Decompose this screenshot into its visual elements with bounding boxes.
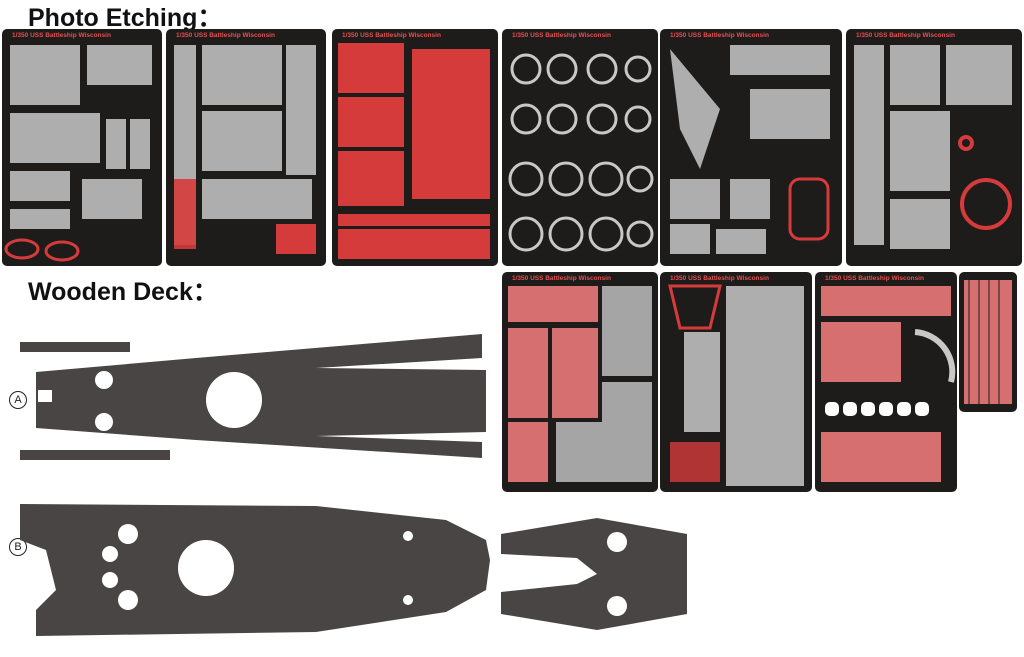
etch-sheet-2-title: 1/350 USS Battleship Wisconsin xyxy=(176,32,275,39)
etch-sheet-3: 1/350 USS Battleship Wisconsin xyxy=(332,29,498,266)
wooden-deck-b xyxy=(20,504,490,636)
etch-sheet-6-pattern xyxy=(854,45,1012,249)
etch-sheet-7: 1/350 USS Battleship Wisconsin xyxy=(502,272,658,492)
etch-sheet-2: 1/350 USS Battleship Wisconsin xyxy=(166,29,326,266)
etch-sheet-7-title: 1/350 USS Battleship Wisconsin xyxy=(512,275,611,282)
etch-sheet-8-title: 1/350 USS Battleship Wisconsin xyxy=(670,275,769,282)
etch-sheet-6: 1/350 USS Battleship Wisconsin xyxy=(846,29,1022,266)
etch-sheet-3-title: 1/350 USS Battleship Wisconsin xyxy=(342,32,441,39)
photo-etching-heading: Photo Etching： xyxy=(28,4,223,32)
etch-sheet-9-title: 1/350 USS Battleship Wisconsin xyxy=(825,275,924,282)
etch-sheet-4-title: 1/350 USS Battleship Wisconsin xyxy=(512,32,611,39)
etch-sheet-1-title: 1/350 USS Battleship Wisconsin xyxy=(12,32,111,39)
etch-sheet-7-pattern xyxy=(508,286,652,482)
etch-sheet-1-pattern xyxy=(4,45,152,262)
etch-sheet-10 xyxy=(959,272,1017,412)
etch-sheet-4-pattern xyxy=(508,53,654,252)
etch-sheet-10-pattern xyxy=(964,280,1012,404)
etch-sheet-8: 1/350 USS Battleship Wisconsin xyxy=(660,272,812,492)
etch-sheet-8-pattern xyxy=(668,284,804,486)
deck-a-marker: A xyxy=(9,391,27,409)
wooden-deck-heading: Wooden Deck： xyxy=(28,278,218,306)
etch-sheet-5-pattern xyxy=(670,45,830,254)
etch-sheet-9-pattern xyxy=(821,286,956,482)
etch-sheet-1: 1/350 USS Battleship Wisconsin xyxy=(2,29,162,266)
deck-b-marker: B xyxy=(9,538,27,556)
etch-sheet-9: 1/350 USS Battleship Wisconsin xyxy=(815,272,957,492)
etch-sheet-5: 1/350 USS Battleship Wisconsin xyxy=(660,29,842,266)
wooden-deck-a xyxy=(20,334,486,460)
wooden-deck-b-stern-piece xyxy=(501,518,687,630)
etch-sheet-2-pattern xyxy=(174,45,316,254)
etch-sheet-3-pattern xyxy=(338,43,490,259)
etch-sheet-6-title: 1/350 USS Battleship Wisconsin xyxy=(856,32,955,39)
etch-sheet-4: 1/350 USS Battleship Wisconsin xyxy=(502,29,658,266)
etch-sheet-5-title: 1/350 USS Battleship Wisconsin xyxy=(670,32,769,39)
